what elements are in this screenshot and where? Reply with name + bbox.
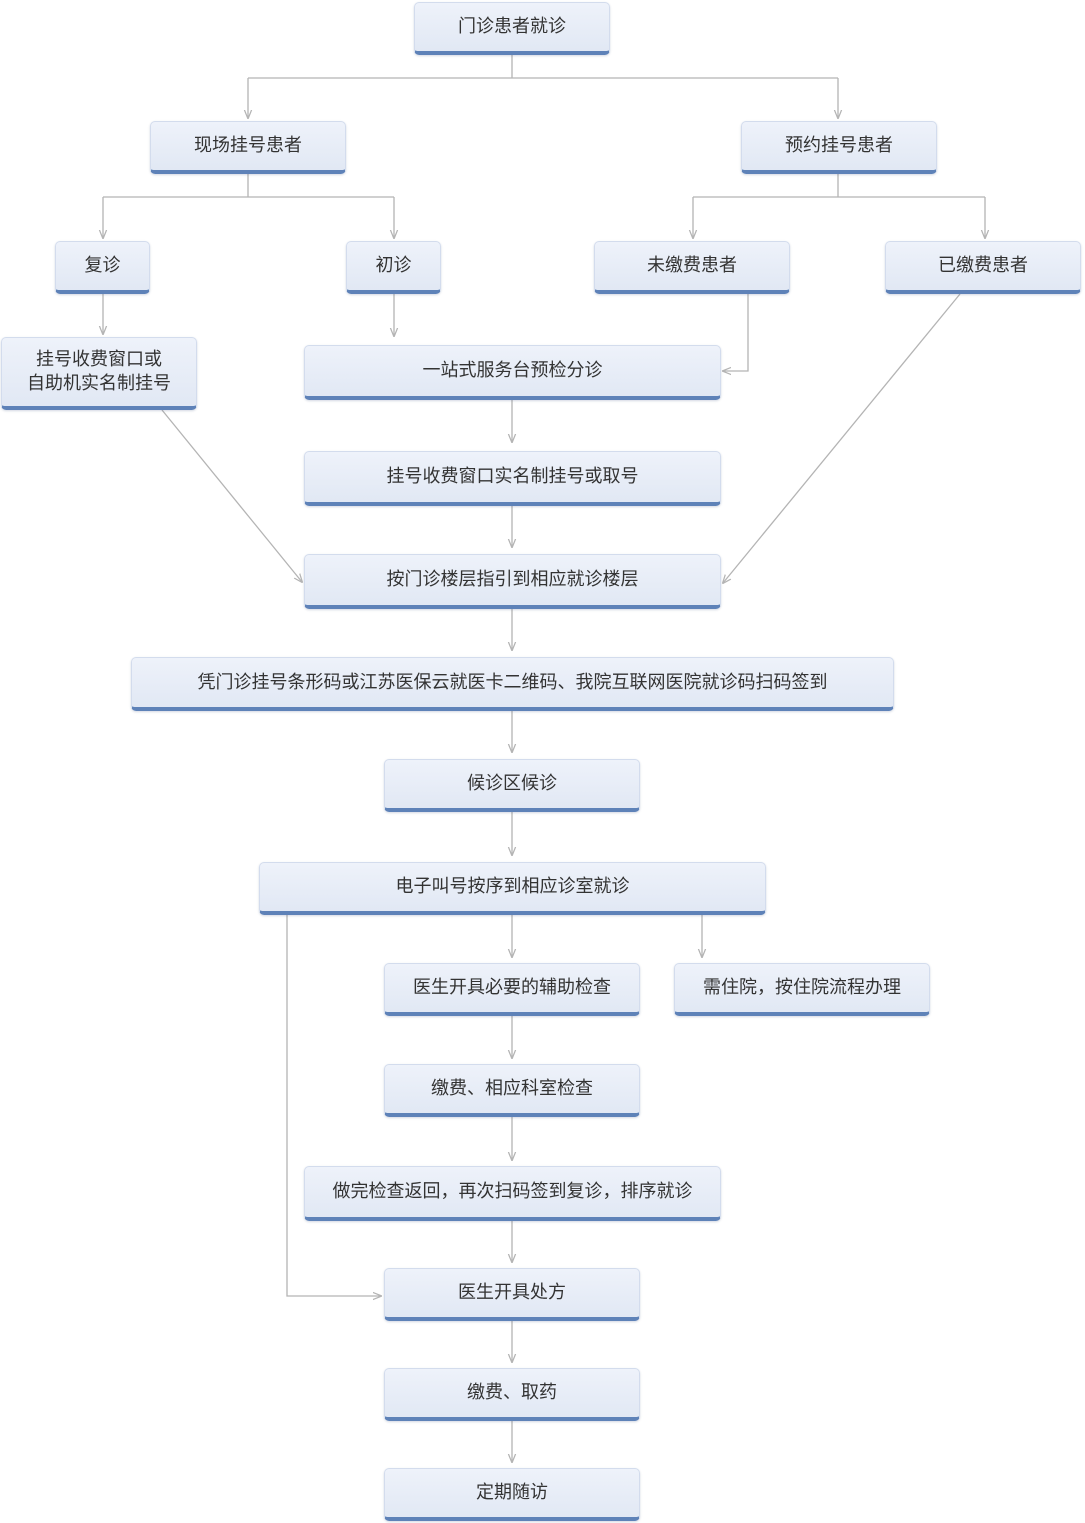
- node-pay-and-exam-label: 缴费、相应科室检查: [431, 1078, 593, 1099]
- node-waiting-area-label: 候诊区候诊: [467, 773, 557, 794]
- node-appointment-registration: 预约挂号患者: [741, 121, 937, 174]
- node-auxiliary-exam: 医生开具必要的辅助检查: [384, 963, 640, 1016]
- node-paid-label: 已缴费患者: [938, 255, 1028, 276]
- node-start-label: 门诊患者就诊: [458, 16, 566, 37]
- node-one-stop-triage: 一站式服务台预检分诊: [304, 345, 721, 400]
- connector-appointment-branch: [693, 174, 985, 198]
- node-window-registration-label: 挂号收费窗口实名制挂号或取号: [386, 466, 639, 487]
- node-return-recheckin: 做完检查返回，再次扫码签到复诊，排序就诊: [304, 1166, 721, 1221]
- node-scan-checkin-label: 凭门诊挂号条形码或江苏医保云就医卡二维码、我院互联网医院就诊码扫码签到: [197, 671, 828, 693]
- node-start: 门诊患者就诊: [414, 2, 610, 55]
- node-first-visit-label: 初诊: [375, 255, 412, 276]
- node-self-service-registration: 挂号收费窗口或 自助机实名制挂号: [1, 337, 197, 410]
- arrow-unpaid-to-one-stop: [723, 294, 749, 371]
- node-waiting-area: 候诊区候诊: [384, 759, 640, 812]
- node-paid: 已缴费患者: [885, 241, 1081, 294]
- node-revisit-label: 复诊: [84, 255, 121, 276]
- node-scan-checkin: 凭门诊挂号条形码或江苏医保云就医卡二维码、我院互联网医院就诊码扫码签到: [131, 657, 894, 711]
- node-revisit: 复诊: [55, 241, 150, 294]
- node-follow-up: 定期随访: [384, 1468, 640, 1521]
- node-window-registration: 挂号收费窗口实名制挂号或取号: [304, 451, 721, 506]
- node-floor-guide: 按门诊楼层指引到相应就诊楼层: [304, 554, 721, 609]
- arrow-self-service-to-floor-guide: [161, 409, 302, 582]
- arrow-paid-to-floor-guide: [723, 293, 961, 583]
- node-follow-up-label: 定期随访: [476, 1482, 548, 1503]
- node-electronic-call: 电子叫号按序到相应诊室就诊: [259, 862, 766, 915]
- node-appointment-label: 预约挂号患者: [785, 135, 893, 156]
- node-prescription: 医生开具处方: [384, 1268, 640, 1321]
- connector-onsite-branch: [103, 174, 394, 198]
- connector-start-branch: [248, 54, 838, 79]
- node-onsite-label: 现场挂号患者: [194, 135, 302, 156]
- node-electronic-call-label: 电子叫号按序到相应诊室就诊: [395, 876, 630, 897]
- node-pay-medicine-label: 缴费、取药: [467, 1382, 557, 1403]
- node-onsite-registration: 现场挂号患者: [150, 121, 346, 174]
- node-prescription-label: 医生开具处方: [458, 1282, 566, 1303]
- node-first-visit: 初诊: [346, 241, 441, 294]
- node-floor-guide-label: 按门诊楼层指引到相应就诊楼层: [386, 569, 639, 590]
- node-pay-medicine: 缴费、取药: [384, 1368, 640, 1421]
- node-unpaid: 未缴费患者: [594, 241, 790, 294]
- node-return-recheckin-label: 做完检查返回，再次扫码签到复诊，排序就诊: [332, 1181, 693, 1202]
- node-hospitalization: 需住院，按住院流程办理: [674, 963, 930, 1016]
- node-pay-and-exam: 缴费、相应科室检查: [384, 1064, 640, 1117]
- node-hospitalization-label: 需住院，按住院流程办理: [703, 977, 901, 998]
- node-unpaid-label: 未缴费患者: [647, 255, 737, 276]
- node-auxiliary-exam-label: 医生开具必要的辅助检查: [413, 977, 611, 998]
- node-one-stop-label: 一站式服务台预检分诊: [422, 360, 603, 381]
- arrow-call-bypass-to-prescription: [286, 915, 381, 1296]
- node-self-service-label: 挂号收费窗口或 自助机实名制挂号: [27, 349, 171, 394]
